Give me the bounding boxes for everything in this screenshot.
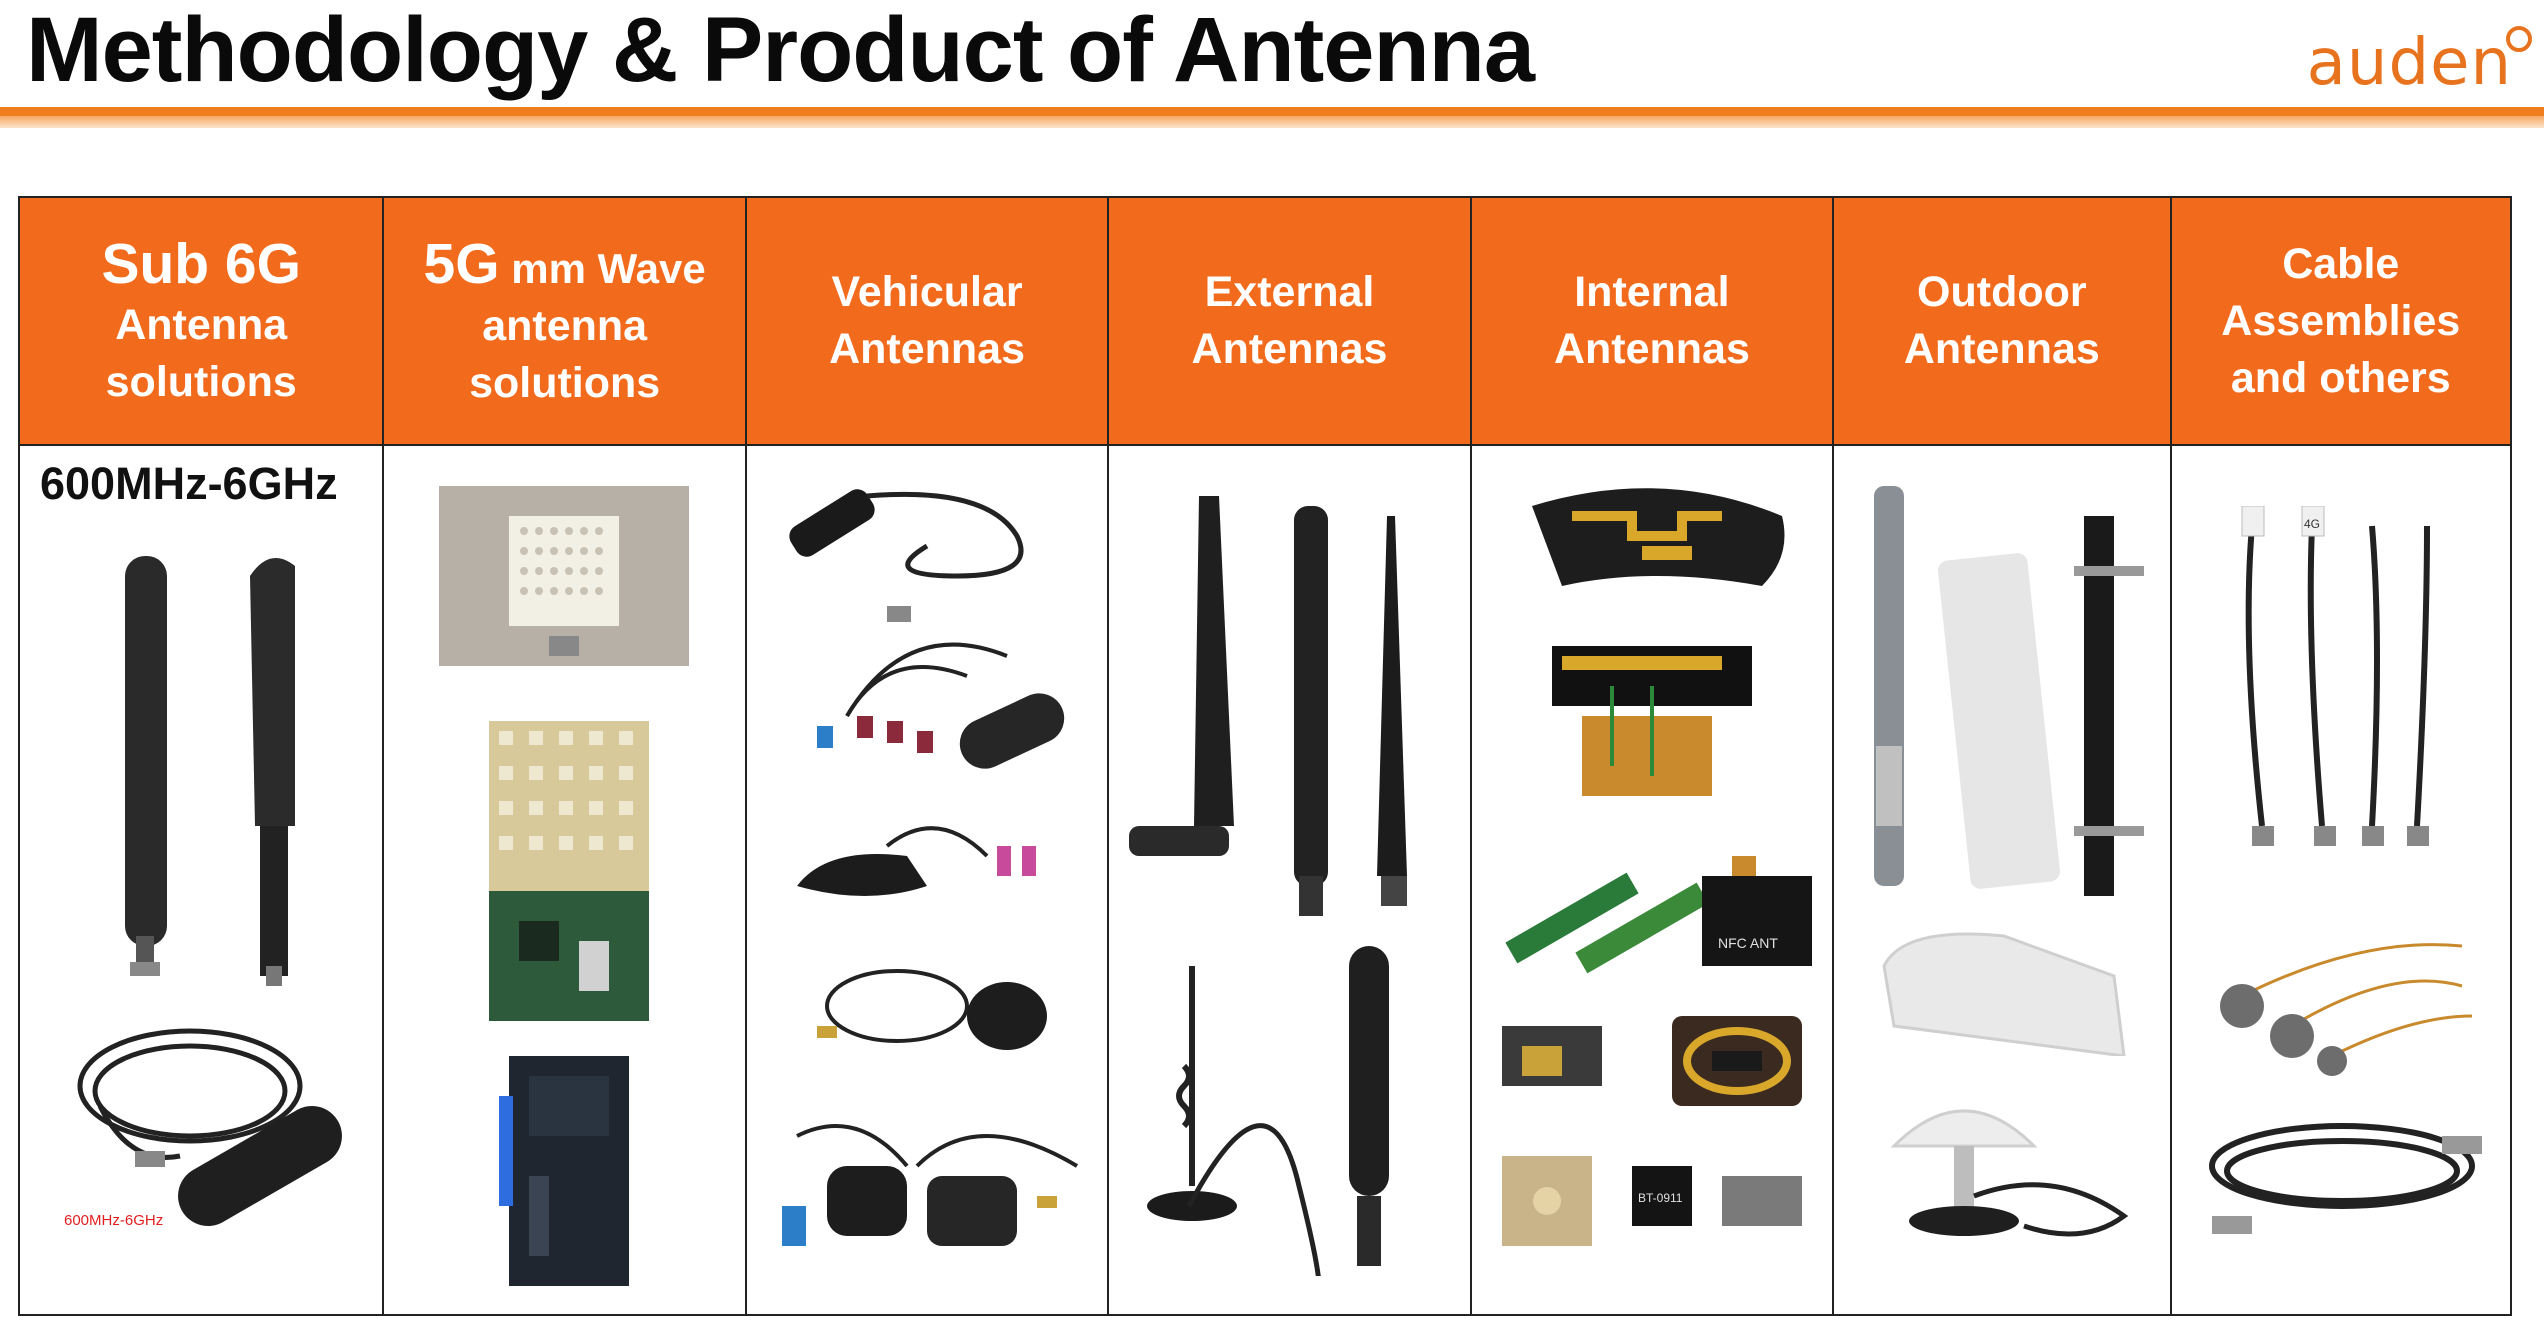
header-line-2: Antennas bbox=[1553, 325, 1750, 373]
column-header-internal: Internal Antennas bbox=[1471, 198, 1833, 446]
column-cable: Cable Assemblies and others 4G bbox=[2171, 198, 2511, 1314]
header-line-1: Outdoor bbox=[1917, 268, 2087, 316]
column-outdoor: Outdoor Antennas bbox=[1834, 198, 2172, 1314]
dipole-antenna-icon bbox=[125, 556, 295, 986]
nfc-label: NFC ANT bbox=[1718, 935, 1778, 951]
panel-antenna-icon bbox=[1882, 932, 2126, 1056]
column-vehicular: Vehicular Antennas bbox=[746, 198, 1110, 1314]
header-line-3: solutions bbox=[105, 358, 297, 406]
column-body-sub6g: 600MHz-6GHz 600MHz-6GHz bbox=[20, 446, 382, 1314]
mmwave-module-icon bbox=[439, 486, 690, 666]
column-body-external bbox=[1109, 446, 1469, 1314]
header-line-1: External bbox=[1204, 268, 1375, 316]
radio-unit-icon bbox=[499, 1056, 630, 1286]
header-line-1: Internal bbox=[1574, 268, 1730, 316]
column-body-5g-mmwave bbox=[384, 446, 744, 1314]
flex-antenna-icon bbox=[1551, 646, 1752, 796]
wireless-module-icon bbox=[1501, 1016, 1802, 1106]
ceramic-chip-antenna-icon: NFC ANT bbox=[1505, 856, 1812, 974]
product-caption: 600MHz-6GHz bbox=[64, 1212, 164, 1229]
gps-patch-chip-icon: BT-0911 bbox=[1501, 1156, 1802, 1246]
column-body-cable: 4G bbox=[2172, 446, 2510, 1314]
header-line-1: Cable bbox=[2282, 239, 2400, 288]
header-line-2: Antennas bbox=[1903, 325, 2100, 373]
phased-array-board-icon bbox=[489, 721, 650, 1021]
brand-logo: auden bbox=[2306, 26, 2512, 100]
header-line-2: Antenna bbox=[115, 301, 288, 349]
header-line-2: Antennas bbox=[1191, 325, 1388, 373]
omni-antenna-icon bbox=[1874, 486, 2145, 896]
column-body-internal: NFC ANT BT-0911 bbox=[1472, 446, 1832, 1314]
vehicle-antenna-icon bbox=[789, 489, 1024, 622]
whip-antenna-icon bbox=[1129, 496, 1408, 916]
gps-puck-antenna-icon bbox=[816, 969, 1047, 1050]
column-external: External Antennas bbox=[1109, 198, 1472, 1314]
cable-antenna-icon bbox=[77, 1028, 342, 1226]
header-divider-gradient bbox=[0, 116, 2544, 128]
cable-tag-label: 4G bbox=[2304, 517, 2320, 531]
header-line-1: Sub 6G bbox=[101, 232, 301, 296]
column-header-outdoor: Outdoor Antennas bbox=[1834, 198, 2170, 446]
product-table: Sub 6G Antenna solutions 600MHz-6GHz bbox=[18, 196, 2512, 1316]
multiband-vehicle-antenna-icon bbox=[816, 642, 1065, 769]
column-header-cable: Cable Assemblies and others bbox=[2171, 198, 2511, 446]
header-line-1a: 5G bbox=[423, 231, 500, 296]
bulkhead-connector-icon bbox=[2219, 943, 2472, 1076]
column-header-vehicular: Vehicular Antennas bbox=[746, 198, 1108, 446]
header-line-3: solutions bbox=[469, 358, 661, 407]
column-5g-mmwave: 5G mm Wave antenna solutions bbox=[384, 198, 747, 1314]
header-line-2: Antennas bbox=[829, 325, 1026, 373]
column-body-vehicular bbox=[747, 446, 1107, 1314]
gnss-antenna-icon bbox=[1890, 1109, 2129, 1237]
column-header-5g-mmwave: 5G mm Wave antenna solutions bbox=[384, 198, 745, 446]
rf-cable-icon: 4G bbox=[2241, 506, 2430, 846]
header-line-2: antenna bbox=[482, 301, 648, 350]
header-divider bbox=[0, 107, 2544, 116]
header-line-1: Vehicular bbox=[831, 268, 1023, 316]
shark-fin-antenna-icon bbox=[796, 826, 1036, 896]
header-line-3: and others bbox=[2230, 353, 2451, 402]
gps-patch-antennas-icon bbox=[781, 1124, 1078, 1246]
column-header-external: External Antennas bbox=[1109, 198, 1470, 446]
column-header-sub6g: Sub 6G Antenna solutions bbox=[20, 198, 383, 446]
coax-cable-icon bbox=[2208, 1123, 2482, 1234]
pcb-antenna-icon bbox=[1531, 488, 1785, 586]
slide-title: Methodology & Product of Antenna bbox=[26, 0, 1535, 101]
column-internal: Internal Antennas NFC ANT bbox=[1471, 198, 1835, 1314]
header-line-1b: mm Wave bbox=[499, 244, 706, 292]
logo-ring-icon bbox=[2506, 26, 2532, 52]
column-sub6g: Sub 6G Antenna solutions 600MHz-6GHz bbox=[20, 198, 385, 1314]
header-line-2: Assemblies bbox=[2221, 296, 2461, 345]
column-body-outdoor bbox=[1834, 446, 2169, 1314]
chip-label: BT-0911 bbox=[1638, 1191, 1683, 1205]
frequency-range-label: 600MHz-6GHz bbox=[40, 458, 338, 509]
magnetic-base-antenna-icon bbox=[1147, 946, 1390, 1276]
